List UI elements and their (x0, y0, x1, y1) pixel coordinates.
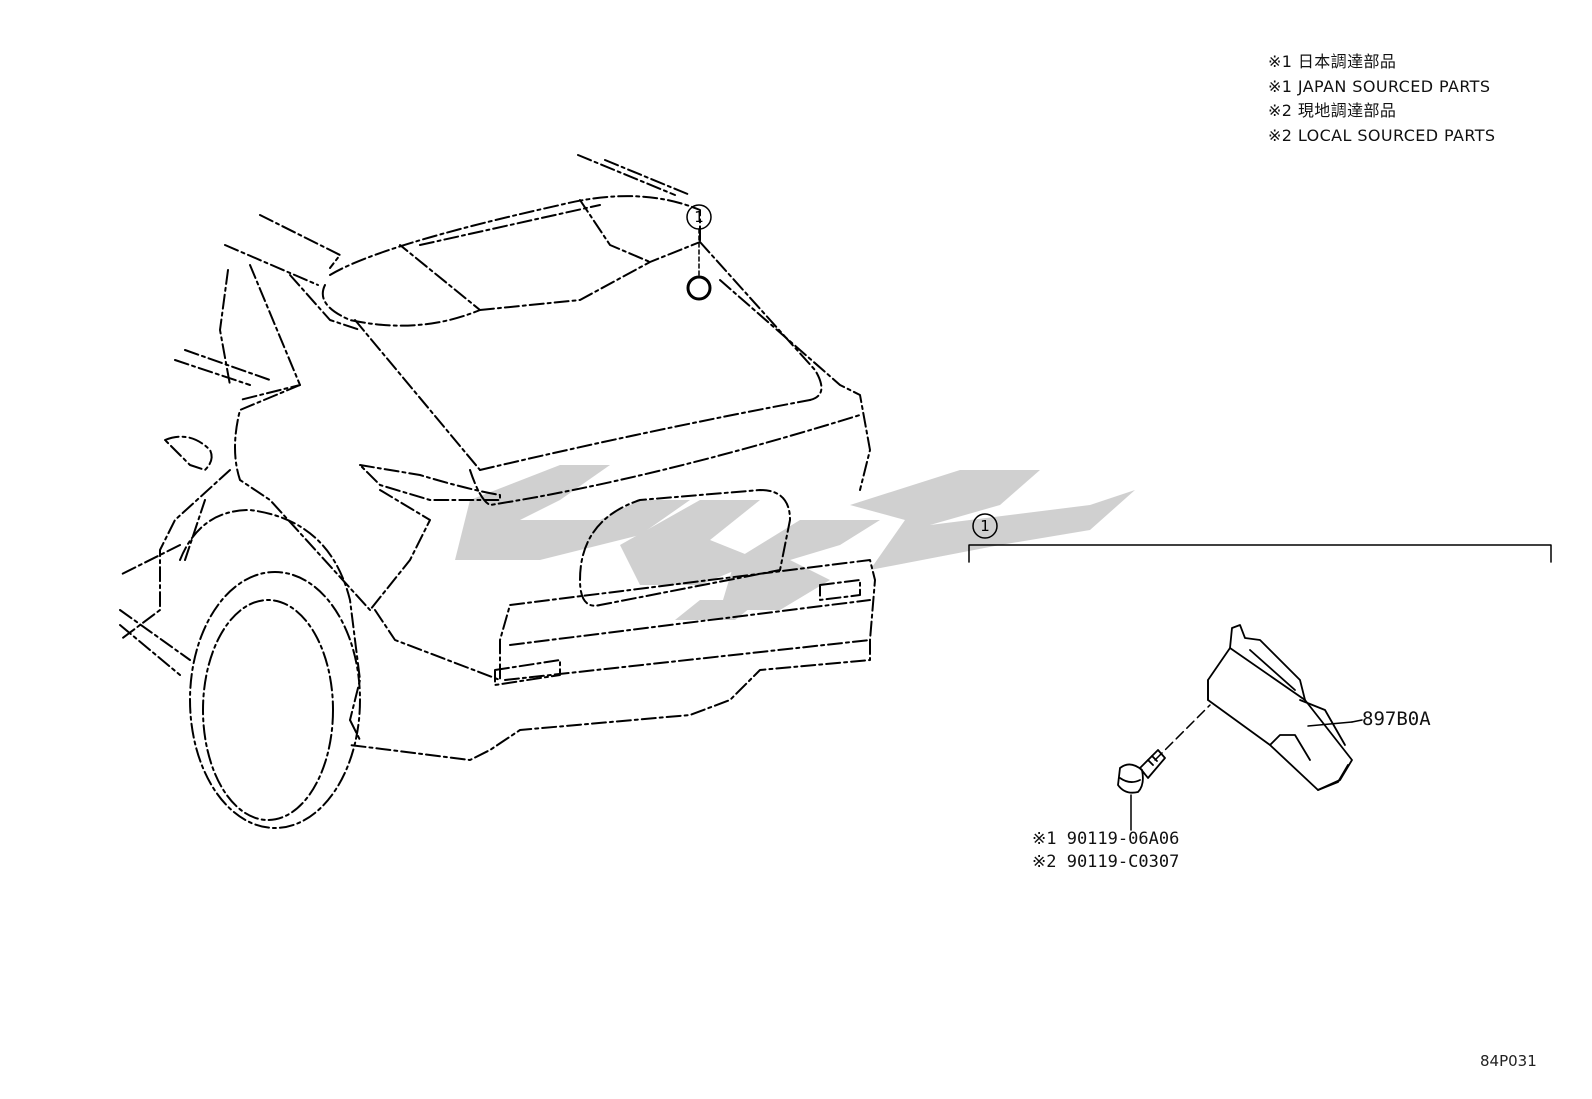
part-number-bracket[interactable]: 897B0A (1362, 708, 1431, 730)
legend-line-local-en: ※2 LOCAL SOURCED PARTS (1268, 125, 1496, 145)
legend-line-japan-jp: ※1 日本調達部品 (1268, 52, 1397, 71)
legend-line-japan-en: ※1 JAPAN SOURCED PARTS (1268, 76, 1491, 96)
part-number-bolt-local[interactable]: ※2 90119-C0307 (1032, 852, 1180, 872)
vehicle-callout-number: 1 (694, 208, 704, 226)
watermark-logo (455, 465, 1135, 620)
legend-line-local-jp: ※2 現地調達部品 (1268, 101, 1397, 120)
diagram-id: 84P031 (1480, 1052, 1537, 1070)
part-number-bolt-japan[interactable]: ※1 90119-06A06 (1032, 829, 1180, 849)
sourcing-legend: ※1 日本調達部品 ※1 JAPAN SOURCED PARTS ※2 現地調達… (1268, 50, 1495, 148)
detail-callout-number: 1 (980, 517, 990, 535)
vehicle-callout (686, 204, 712, 301)
detail-bracket-line (968, 513, 1552, 563)
vehicle-outline (119, 154, 876, 829)
bracket-part-drawing (1207, 624, 1363, 791)
bolt-drawing (1117, 704, 1211, 831)
